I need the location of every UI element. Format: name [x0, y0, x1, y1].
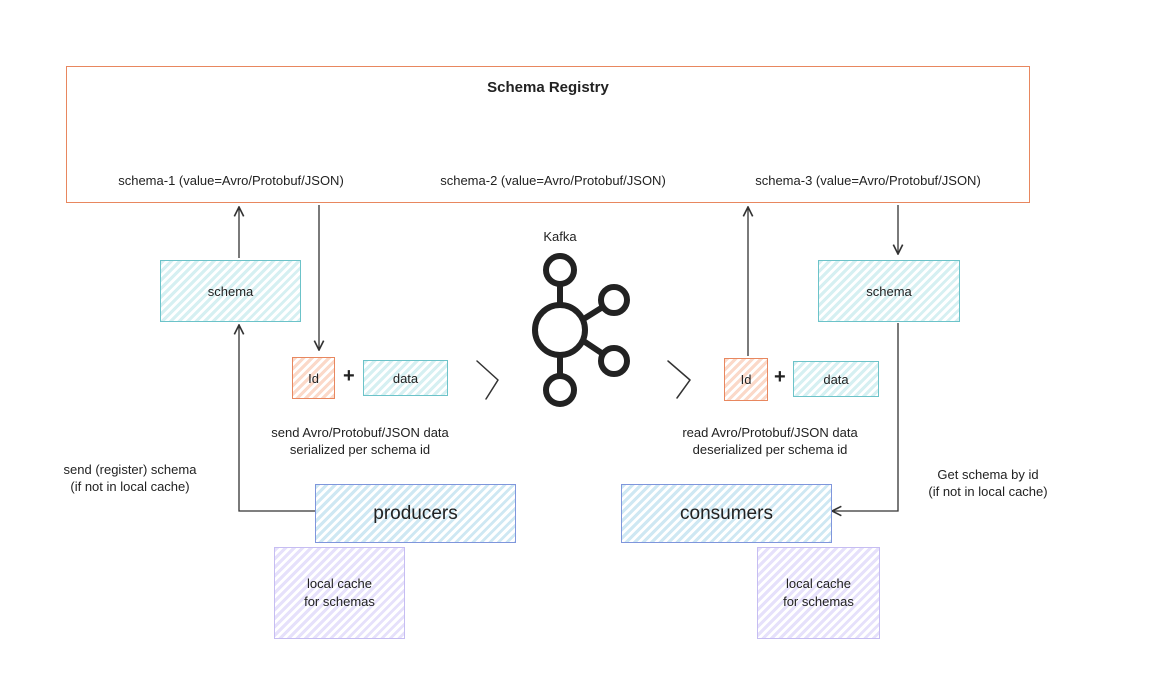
- send-data-line-1: send Avro/Protobuf/JSON data: [271, 425, 449, 440]
- read-data-line-1: read Avro/Protobuf/JSON data: [682, 425, 858, 440]
- consumers-box: consumers: [621, 484, 832, 543]
- producers-to-schema-arrow: [239, 325, 315, 512]
- consumer-cache-line-2: for schemas: [783, 594, 854, 609]
- register-schema-label: send (register) schema (if not in local …: [30, 461, 230, 495]
- consumer-cache-line-1: local cache: [785, 576, 852, 591]
- consumer-data-box: data: [793, 361, 879, 397]
- send-data-label: send Avro/Protobuf/JSON data serialized …: [230, 424, 490, 458]
- read-data-line-2: deserialized per schema id: [692, 442, 848, 457]
- producer-local-cache-box: local cache for schemas: [274, 547, 405, 639]
- schema-2-label: schema-2 (value=Avro/Protobuf/JSON): [440, 173, 666, 188]
- producer-schema-box: schema: [160, 260, 301, 322]
- kafka-label: Kafka: [543, 229, 577, 244]
- schema-3-label: schema-3 (value=Avro/Protobuf/JSON): [755, 173, 981, 188]
- producer-data-box: data: [363, 360, 448, 396]
- read-data-label: read Avro/Protobuf/JSON data deserialize…: [640, 424, 900, 458]
- consumer-schema-box: schema: [818, 260, 960, 322]
- consumer-local-cache-box: local cache for schemas: [757, 547, 880, 639]
- flow-chevron-left: [476, 360, 499, 400]
- producer-id-box: Id: [292, 357, 335, 399]
- flow-chevron-right: [667, 360, 691, 399]
- kafka-icon: [532, 253, 630, 407]
- schema-1-label: schema-1 (value=Avro/Protobuf/JSON): [118, 173, 344, 188]
- schema-registry-box: Schema Registry: [66, 66, 1030, 203]
- schema-registry-title: Schema Registry: [487, 79, 609, 96]
- schema-to-consumers-arrow: [832, 323, 899, 511]
- producer-cache-line-2: for schemas: [304, 594, 375, 609]
- get-schema-line-1: Get schema by id: [937, 467, 1039, 482]
- producers-box: producers: [315, 484, 516, 543]
- get-schema-label: Get schema by id (if not in local cache): [888, 466, 1088, 500]
- get-schema-line-2: (if not in local cache): [928, 484, 1048, 499]
- register-schema-line-1: send (register) schema: [63, 462, 197, 477]
- send-data-line-2: serialized per schema id: [289, 442, 431, 457]
- consumer-plus-sign: +: [774, 366, 786, 388]
- register-schema-line-2: (if not in local cache): [70, 479, 190, 494]
- consumer-id-box: Id: [724, 358, 768, 401]
- producer-plus-sign: +: [343, 365, 355, 387]
- producer-cache-line-1: local cache: [306, 576, 373, 591]
